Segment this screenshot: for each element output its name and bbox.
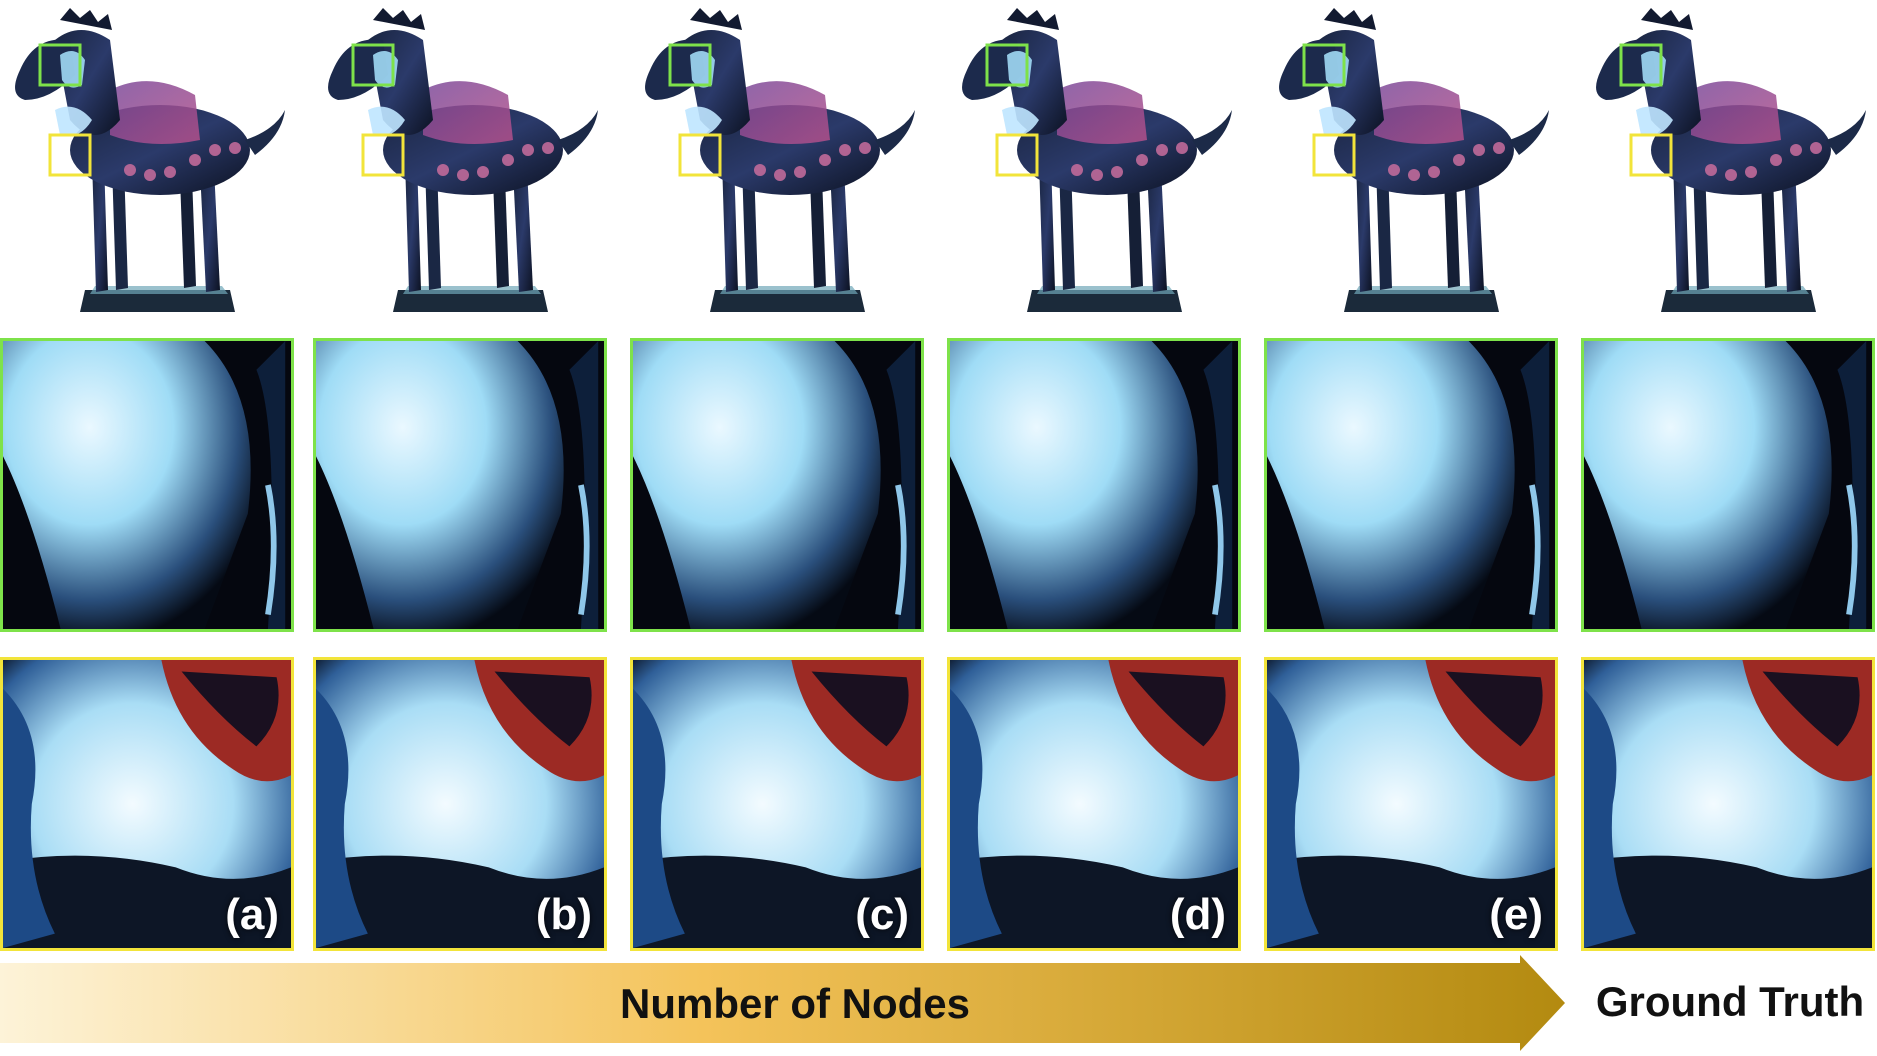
horse-render	[1264, 0, 1564, 325]
zoom-crop-chest: (e)	[1264, 657, 1558, 951]
zoom-crop-neck	[313, 338, 607, 632]
horse-render	[947, 0, 1247, 325]
horse-render	[313, 0, 613, 325]
panel-label: (b)	[535, 890, 592, 939]
nodes-arrow	[0, 955, 1565, 1051]
method-column-5: (e)	[1264, 0, 1564, 960]
zoom-crop-neck	[630, 338, 924, 632]
zoom-crop-chest	[1581, 657, 1875, 951]
zoom-crop-chest: (b)	[313, 657, 607, 951]
horse-render	[1581, 0, 1877, 325]
zoom-crop-neck	[1264, 338, 1558, 632]
ground-truth-label: Ground Truth	[1595, 978, 1865, 1025]
zoom-crop-neck	[1581, 338, 1875, 632]
method-column-6	[1581, 0, 1877, 960]
zoom-crop-chest: (d)	[947, 657, 1241, 951]
method-column-4: (d)	[947, 0, 1247, 960]
method-column-1: (a)	[0, 0, 300, 960]
zoom-crop-neck	[0, 338, 294, 632]
panel-label: (d)	[1169, 890, 1226, 939]
horse-render	[0, 0, 300, 325]
zoom-crop-chest: (a)	[0, 657, 294, 951]
zoom-crop-neck	[947, 338, 1241, 632]
method-column-2: (b)	[313, 0, 613, 960]
horse-render	[630, 0, 930, 325]
panel-label: (a)	[225, 890, 279, 939]
panel-label: (c)	[855, 890, 909, 939]
panel-label: (e)	[1489, 890, 1543, 939]
arrow-label: Number of Nodes	[619, 980, 971, 1027]
zoom-crop-chest: (c)	[630, 657, 924, 951]
method-column-3: (c)	[630, 0, 930, 960]
